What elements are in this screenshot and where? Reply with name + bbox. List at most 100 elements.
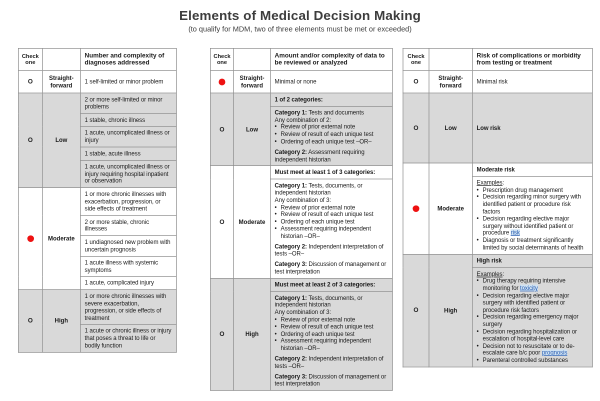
level-header-blank <box>233 48 271 71</box>
text-line: Category 3: Discussion of management or … <box>274 260 387 275</box>
unselected-circle-icon: O <box>27 136 33 145</box>
check-data-straight-forward[interactable] <box>210 70 235 94</box>
text-line: Low risk <box>476 124 501 132</box>
row-risk-moderate: Examples:•Prescription drug management•D… <box>403 175 593 255</box>
row-diagnoses-moderate: 1 undiagnosed new problem with uncertain… <box>18 235 177 257</box>
bullet-line: •Review of prior external note <box>274 123 356 131</box>
selected-dot-icon <box>27 235 34 243</box>
check-diagnoses-low[interactable]: O <box>18 92 43 189</box>
text-line: Minimal or none <box>274 78 317 85</box>
bullet-line: •Ordering of each unique test <box>274 330 355 338</box>
level-label-risk-high: High <box>428 253 473 368</box>
bullet-icon: • <box>476 215 479 222</box>
criteria-cell: Minimal risk <box>472 70 593 94</box>
criteria-subheader: Moderate risk <box>472 162 593 177</box>
selected-dot-icon <box>218 78 226 86</box>
bullet-line: •Ordering of each unique test –OR– <box>274 137 372 145</box>
text-line: Category 1: Tests, documents, or indepen… <box>274 182 363 196</box>
bullet-icon: • <box>476 193 479 201</box>
bullet-line: •Decision regarding minor surgery with i… <box>476 193 581 215</box>
criteria-cell: 1 undiagnosed new problem with uncertain… <box>80 235 177 257</box>
level-label-data-high: High <box>233 277 271 391</box>
text-line: 1 acute, complicated injury <box>84 279 154 287</box>
check-risk-moderate[interactable] <box>402 162 430 255</box>
criteria-subheader: Must meet at least 2 of 3 categories: <box>270 277 393 292</box>
check-risk-high[interactable]: O <box>402 253 430 368</box>
inline-link-prognosis[interactable]: prognosis <box>541 349 568 357</box>
level-label-diagnoses-moderate: Moderate <box>42 187 81 291</box>
check-diagnoses-straight-forward[interactable]: O <box>18 70 43 94</box>
bullet-icon: • <box>274 330 277 338</box>
column-header-diagnoses: Number and complexity of diagnoses addre… <box>80 48 177 71</box>
bullet-line: •Decision not to resuscitate or to de-es… <box>476 342 575 357</box>
bullet-icon: • <box>476 236 479 244</box>
check-diagnoses-high[interactable]: O <box>18 289 43 353</box>
text-line: 1 self-limited or minor problem <box>84 78 164 85</box>
check-risk-low[interactable]: O <box>402 92 430 164</box>
unselected-circle-icon: O <box>27 317 33 325</box>
row-diagnoses-low: 1 stable, chronic illness <box>18 113 177 127</box>
bullet-line: •Review of result of each unique test <box>274 210 374 218</box>
check-data-low[interactable]: O <box>210 92 235 167</box>
text-line: High risk <box>476 257 502 264</box>
bullet-icon: • <box>476 186 479 194</box>
text-line: 1 stable, chronic illness <box>84 116 146 124</box>
bullet-line: •Review of prior external note <box>274 203 356 211</box>
criteria-cell: 1 self-limited or minor problem <box>80 70 177 94</box>
text-line: 1 stable, acute illness <box>84 149 141 157</box>
text-line: Examples: <box>476 270 505 278</box>
selected-dot-icon <box>412 205 420 213</box>
text-line: Category 1: Tests and documents <box>274 109 364 116</box>
bullet-icon: • <box>274 323 277 330</box>
bullet-line: •Drug therapy requiring intensive monito… <box>476 277 566 292</box>
bullet-line: •Ordering of each unique test <box>274 218 355 225</box>
text-line: 1 acute, uncomplicated illness or injury <box>84 129 170 144</box>
inline-link-risk[interactable]: risk <box>510 229 520 237</box>
text-line: Must meet at least 1 of 3 categories: <box>274 168 376 176</box>
bullet-icon: • <box>476 342 479 350</box>
criteria-cell: Minimal or none <box>270 70 393 94</box>
bullet-line: •Assessment requiring independent histor… <box>274 225 371 240</box>
bullet-icon: • <box>476 356 479 364</box>
unselected-circle-icon: O <box>413 124 419 132</box>
bullet-line: •Parenteral controlled substances <box>476 356 568 364</box>
text-line: Any combination of 2: <box>274 116 331 124</box>
criteria-subheader: High risk <box>472 253 593 268</box>
criteria-cell: 1 stable, acute illness <box>80 146 177 161</box>
level-label-diagnoses-straight-forward: Straight-forward <box>42 70 81 94</box>
column-header-risk: Risk of complications or morbidity from … <box>472 48 593 71</box>
column-header-data: Amount and/or complexity of data to be r… <box>270 48 393 71</box>
check-data-high[interactable]: O <box>210 277 235 391</box>
check-data-moderate[interactable]: O <box>210 165 235 279</box>
unselected-circle-icon: O <box>219 218 225 226</box>
text-line: Any combination of 3: <box>274 308 331 316</box>
inline-link-toxicity[interactable]: toxicity <box>520 284 538 292</box>
bullet-line: •Review of prior external note <box>274 315 356 323</box>
unselected-circle-icon: O <box>219 125 225 134</box>
level-label-risk-moderate: Moderate <box>428 162 473 255</box>
text-line: 1 acute illness with systemic symptoms <box>84 259 159 274</box>
check-diagnoses-moderate[interactable] <box>18 187 43 291</box>
text-line: Any combination of 3: <box>274 196 331 204</box>
bullet-line: •Decision regarding elective major surge… <box>476 291 570 314</box>
bullet-icon: • <box>476 327 479 335</box>
criteria-cell: 1 or more chronic illnesses with exacerb… <box>80 187 177 216</box>
level-header-blank <box>42 48 81 71</box>
bullet-icon: • <box>274 315 277 323</box>
level-label-diagnoses-low: Low <box>42 92 81 189</box>
text-line: Category 3: Discussion of management or … <box>274 373 387 387</box>
page-title: Elements of Medical Decision Making <box>179 8 421 24</box>
check-risk-straight-forward[interactable]: O <box>402 70 430 94</box>
bullet-line: •Assessment requiring independent histor… <box>274 337 371 352</box>
criteria-cell: 1 stable, chronic illness <box>80 113 177 127</box>
text-line: Category 2: Independent interpretation o… <box>274 243 384 257</box>
bullet-line: •Diagnosis or treatment significantly li… <box>476 236 584 251</box>
criteria-cell: 2 or more self-limited or minor problems <box>80 92 177 114</box>
